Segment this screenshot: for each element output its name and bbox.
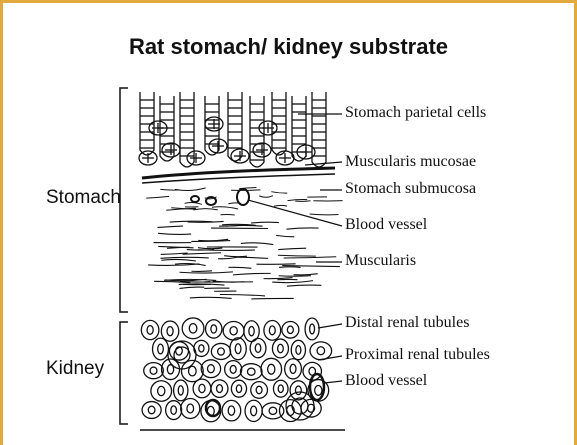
- renal-tubule: [181, 399, 200, 419]
- glomerulus: [168, 341, 196, 369]
- callout-stomach-blood-vessel: Blood vessel: [345, 216, 427, 234]
- renal-tubule: [193, 379, 211, 398]
- renal-tubule: [174, 380, 188, 401]
- renal-tubule: [225, 361, 242, 378]
- callout-kidney-blood-vessel: Blood vessel: [345, 372, 427, 390]
- kidney-label: Kidney: [46, 358, 104, 380]
- callout-proximal-renal-tubules: Proximal renal tubules: [345, 346, 490, 364]
- renal-tubule: [250, 338, 266, 357]
- renal-tubule: [285, 359, 302, 379]
- renal-tubule: [261, 358, 282, 380]
- renal-tubule: [290, 381, 307, 400]
- renal-tubule: [223, 322, 244, 340]
- renal-tubule: [142, 402, 161, 419]
- renal-tubule: [153, 338, 169, 360]
- renal-tubule: [211, 343, 230, 359]
- callout-muscularis-mucosae: Muscularis mucosae: [345, 153, 476, 171]
- renal-tubule: [273, 380, 288, 397]
- renal-tubule: [182, 318, 204, 339]
- renal-tubule: [206, 320, 222, 338]
- renal-tubule: [310, 342, 332, 360]
- stomach-label: Stomach: [46, 187, 121, 209]
- renal-tubule: [272, 339, 288, 358]
- renal-tubule: [251, 382, 268, 399]
- stomach-blood-vessel: [191, 189, 249, 205]
- renal-tubule: [305, 318, 319, 340]
- renal-tubule: [240, 364, 262, 380]
- callout-distal-renal-tubules: Distal renal tubules: [345, 314, 469, 332]
- callout-parietal-cells: Stomach parietal cells: [345, 104, 486, 122]
- muscularis-fibers: [148, 221, 340, 299]
- parietal-cell-glands: [139, 92, 326, 167]
- stomach-bracket: [120, 88, 128, 312]
- renal-tubule: [230, 338, 246, 360]
- renal-tubule: [279, 400, 301, 422]
- submucosa-fibers: [146, 188, 342, 215]
- callout-stomach-submucosa: Stomach submucosa: [345, 180, 476, 198]
- renal-tubule: [161, 321, 178, 341]
- renal-tubule: [245, 400, 262, 421]
- renal-tubule: [151, 381, 172, 401]
- renal-tubule: [291, 340, 305, 359]
- muscularis-mucosae-band: [142, 168, 335, 183]
- renal-tubule: [141, 320, 159, 339]
- callout-muscularis: Muscularis: [345, 252, 416, 270]
- kidney-bracket: [120, 322, 128, 424]
- kidney-tubules: [141, 318, 331, 422]
- renal-tubule: [222, 400, 241, 421]
- renal-tubule: [231, 380, 246, 397]
- renal-tubule: [282, 322, 299, 339]
- renal-tubule: [144, 363, 164, 379]
- renal-tubule: [201, 360, 220, 378]
- renal-tubule: [211, 380, 228, 398]
- renal-tubule: [166, 401, 182, 420]
- renal-tubule: [264, 320, 281, 340]
